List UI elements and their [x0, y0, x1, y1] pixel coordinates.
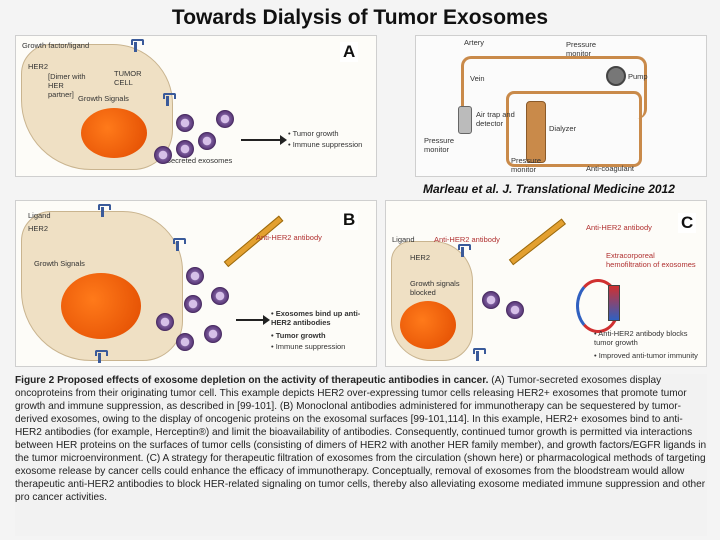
label-artery: Artery — [464, 38, 485, 47]
panel-b: Ligand HER2 Growth Signals Anti-HER2 ant… — [15, 200, 377, 367]
label-pressure-monitor-bottom: Pressure monitor — [511, 156, 542, 174]
exosome — [198, 132, 216, 150]
label-air-trap: Air trap and detector — [476, 110, 515, 128]
label-pressure-monitor-left: Pressure monitor — [424, 136, 455, 154]
antibody-syringe — [508, 218, 566, 266]
label-her2: HER2 — [28, 62, 49, 71]
exosome — [482, 291, 500, 309]
her2-receptor — [131, 39, 144, 52]
label-antibody-top: Anti-HER2 antibody — [586, 223, 652, 232]
label-immune-suppression: • Immune suppression — [271, 342, 346, 351]
figure-caption: Figure 2 Proposed effects of exosome dep… — [15, 374, 707, 536]
label-her2: HER2 — [28, 224, 49, 233]
her2-receptor — [95, 350, 108, 363]
circuit-tube — [506, 91, 642, 167]
dialysis-diagram: Artery Vein Pressure monitor Pump Air tr… — [415, 35, 707, 177]
label-anti-coagulant: Anti-coagulant — [586, 164, 634, 173]
dialyzer-body — [526, 101, 546, 163]
label-pressure-monitor-top: Pressure monitor — [566, 40, 597, 58]
label-immune-suppression: • Immune suppression — [288, 140, 363, 149]
label-vein: Vein — [470, 74, 485, 83]
her2-receptor — [163, 93, 176, 106]
caption-heading: Figure 2 Proposed effects of exosome dep… — [15, 375, 489, 386]
caption-body: (A) Tumor-secreted exosomes display onco… — [15, 375, 707, 503]
her2-receptor — [173, 238, 186, 251]
exosome — [154, 146, 172, 164]
exosome — [176, 333, 194, 351]
exosome — [186, 267, 204, 285]
label-tumor-growth: • Tumor growth — [271, 331, 326, 340]
panel-c: Ligand Anti-HER2 antibody HER2 Growth si… — [385, 200, 707, 367]
label-antibody-blocks: • Anti-HER2 antibody blocks tumor growth — [594, 329, 688, 347]
exosome — [176, 140, 194, 158]
nucleus — [400, 301, 456, 349]
exosome — [184, 295, 202, 313]
exosome — [506, 301, 524, 319]
label-improved: • Improved anti-tumor immunity — [594, 351, 698, 360]
exosome — [176, 114, 194, 132]
her2-receptor — [458, 244, 471, 257]
circuit-tube — [461, 56, 647, 119]
panel-letter-a: A — [340, 42, 359, 62]
effect-arrow — [236, 315, 270, 325]
effect-arrow — [241, 135, 287, 145]
exosome — [204, 325, 222, 343]
filter-column — [608, 285, 620, 321]
label-her2: HER2 — [410, 253, 431, 262]
label-extracorporeal: Extracorporeal hemofiltration of exosome… — [606, 251, 696, 269]
panel-letter-b: B — [340, 210, 359, 230]
pump-icon — [606, 66, 626, 86]
exosome — [216, 110, 234, 128]
label-dialyzer: Dialyzer — [549, 124, 577, 133]
label-tumor-cell: TUMOR CELL — [114, 69, 142, 87]
panel-letter-c: C — [678, 213, 697, 233]
citation: Marleau et al. J. Translational Medicine… — [423, 182, 675, 196]
label-antibody-left: Anti-HER2 antibody — [434, 235, 500, 244]
her2-receptor — [473, 348, 486, 361]
nucleus — [81, 108, 147, 158]
nucleus — [61, 273, 141, 339]
label-growth-signals: Growth Signals — [78, 94, 129, 103]
label-tumor-growth: • Tumor growth — [288, 129, 339, 138]
air-trap-icon — [458, 106, 472, 134]
her2-receptor — [98, 204, 111, 217]
label-dimer: [Dimer with HER partner] — [48, 72, 86, 99]
label-ligand: Ligand — [392, 235, 415, 244]
label-antibody: Anti-HER2 antibody — [256, 233, 322, 242]
exosome — [156, 313, 174, 331]
label-growth-factor: Growth factor/ligand — [22, 41, 90, 50]
label-pump: Pump — [628, 72, 648, 81]
exosome — [211, 287, 229, 305]
panel-a: Growth factor/ligand HER2 [Dimer with HE… — [15, 35, 377, 177]
page-title: Towards Dialysis of Tumor Exosomes — [171, 6, 549, 29]
label-exosomes-bind: • Exosomes bind up anti-HER2 antibodies — [271, 309, 361, 327]
label-ligand: Ligand — [28, 211, 51, 220]
label-secreted-exosomes: Secreted exosomes — [166, 156, 233, 165]
label-growth-signals: Growth signals blocked — [410, 279, 460, 297]
label-growth-signals: Growth Signals — [34, 259, 85, 268]
